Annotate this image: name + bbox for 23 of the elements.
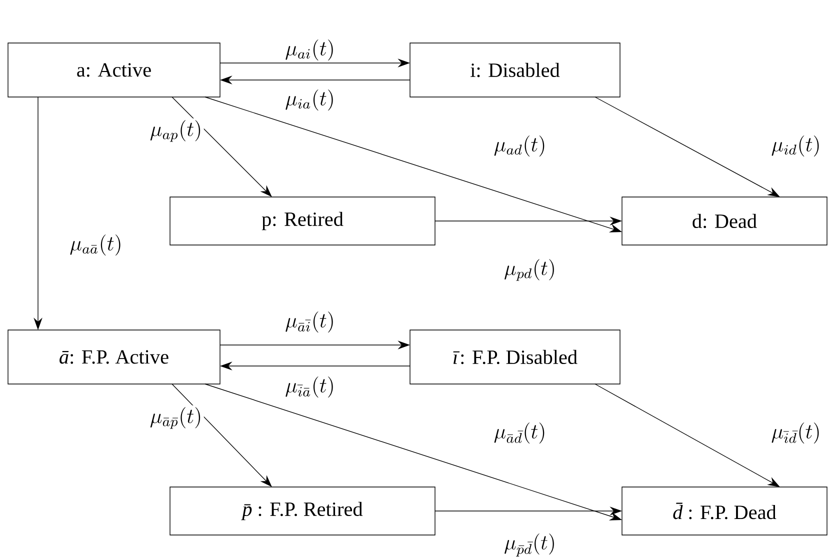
state-box: i: Disabled	[410, 42, 620, 98]
arrow	[172, 96, 272, 197]
state-box: d̄: F.P. Dead	[622, 486, 828, 536]
edge-label: $\mu_{pd}(t)$	[502, 257, 558, 283]
state-box: d: Dead	[622, 196, 828, 246]
edge-label: $\mu_{ai}(t)$	[283, 38, 337, 62]
edge-label: $\mu_{\bar{a}\bar{i}}(t)$	[283, 310, 337, 334]
state-box: a: Active	[8, 42, 220, 98]
edge-label: $\mu_{\bar{a}\bar{p}}(t)$	[148, 405, 204, 431]
edge-label: $\mu_{\bar{a}\bar{d}}(t)$	[492, 420, 548, 446]
edge-label: $\mu_{id}(t)$	[769, 134, 823, 158]
state-box: ā: F.P. Active	[8, 330, 220, 384]
arrow	[172, 384, 272, 487]
state-box: p̄: F.P. Retired	[170, 486, 436, 536]
edge-label: $\mu_{\bar{i}\bar{d}}(t)$	[769, 420, 823, 446]
edge-label: $\mu_{ap}(t)$	[148, 118, 204, 144]
state-box: p: Retired	[170, 196, 436, 246]
edge-label: $\mu_{\bar{i}\bar{a}}(t)$	[283, 374, 337, 400]
edge-label: $\mu_{\bar{p}\bar{d}}(t)$	[502, 532, 558, 558]
edge-label: $\mu_{a\bar{a}}(t)$	[68, 232, 124, 258]
edge-label: $\mu_{ad}(t)$	[492, 134, 548, 158]
edge-label: $\mu_{ia}(t)$	[283, 88, 337, 112]
state-box: ī: F.P. Disabled	[410, 330, 620, 384]
